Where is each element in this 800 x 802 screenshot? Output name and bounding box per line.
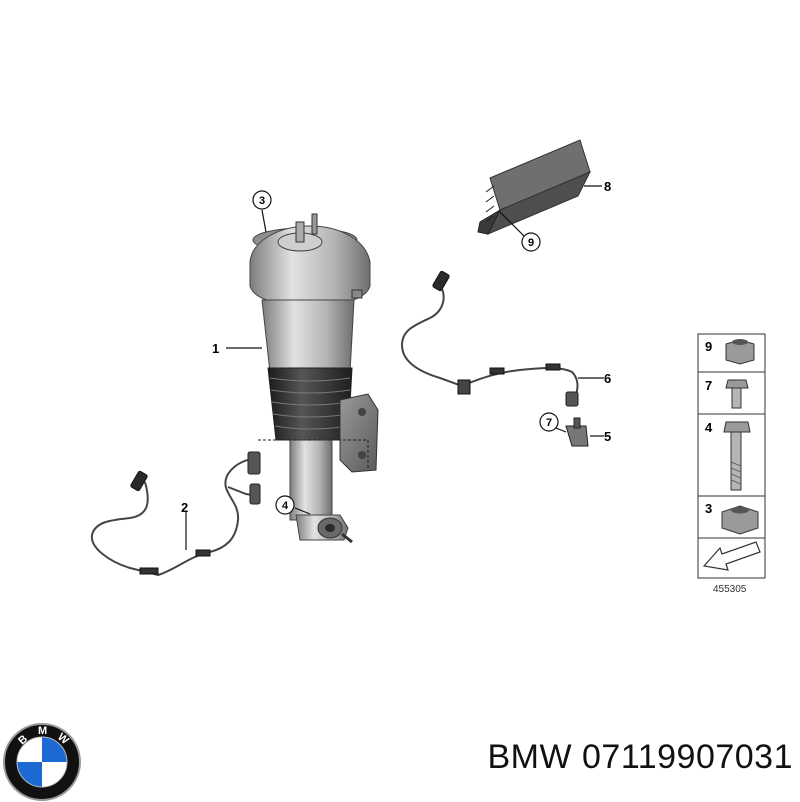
air-strut xyxy=(249,213,379,544)
callout-1: 1 xyxy=(212,341,219,356)
brand-name: BMW xyxy=(487,738,573,776)
control-unit xyxy=(477,139,592,235)
callout-6: 6 xyxy=(604,371,611,386)
legend-item-7: 7 xyxy=(705,378,712,393)
part-number: 07119907031 xyxy=(582,738,793,776)
sensor-part-5 xyxy=(565,417,589,447)
bmw-logo: B M W xyxy=(3,723,81,801)
callout-2: 2 xyxy=(181,500,188,515)
legend-item-4: 4 xyxy=(705,420,713,435)
callout-5: 5 xyxy=(604,429,611,444)
logo-letter-m: M xyxy=(38,725,47,737)
callout-3: 3 xyxy=(259,195,265,207)
callout-7: 7 xyxy=(546,417,552,429)
flange-nut-icon xyxy=(721,505,759,535)
callout-9: 9 xyxy=(528,237,534,249)
part-caption: BMW 07119907031 xyxy=(408,738,793,777)
callout-3-circle: 3 xyxy=(252,190,272,210)
sensor-cable-2 xyxy=(90,451,261,577)
short-bolt-icon xyxy=(725,379,749,409)
fastener-legend: 9 7 4 3 xyxy=(697,333,766,595)
sensor-cable-6 xyxy=(400,270,579,407)
callout-7-circle: 7 xyxy=(539,412,559,432)
diagram-ref-number: 455305 xyxy=(713,584,747,595)
long-bolt-icon xyxy=(723,421,751,491)
callout-8: 8 xyxy=(604,179,611,194)
nut-icon xyxy=(725,339,755,365)
callout-9-circle: 9 xyxy=(521,232,541,252)
direction-arrow-icon xyxy=(702,541,761,571)
legend-item-9: 9 xyxy=(705,339,712,354)
legend-item-3: 3 xyxy=(705,501,712,516)
callout-4: 4 xyxy=(282,500,289,512)
callout-4-circle: 4 xyxy=(275,495,295,515)
